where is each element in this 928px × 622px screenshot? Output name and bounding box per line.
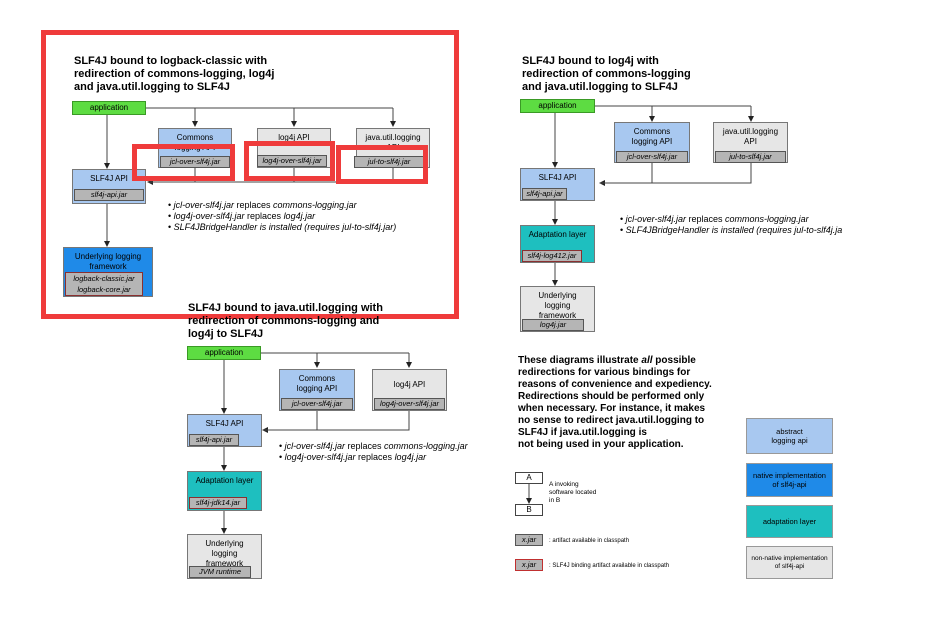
d1-bullet-1-target: commons-logging.jar <box>273 200 357 210</box>
d3-slf4j-api-jar: slf4j-api.jar <box>189 434 239 446</box>
d3-bullet-1-target: commons-logging.jar <box>384 441 468 451</box>
d3-bullet-2-text: replaces <box>355 452 395 462</box>
d2-bullets: • jcl-over-slf4j.jar replaces commons-lo… <box>620 214 842 236</box>
d2-bullet-1-jar: jcl-over-slf4j.jar <box>625 214 687 224</box>
legend-binding-text: : SLF4J binding artifact available in cl… <box>549 563 670 569</box>
d1-slf4j-api-jar: slf4j-api.jar <box>74 189 144 201</box>
d3-underlying-label: Underlying logging framework <box>205 539 244 568</box>
d2-slf4j-api-jar: slf4j-api.jar <box>522 188 567 200</box>
d3-commons-label: Commons logging API <box>296 374 338 393</box>
d1-log4j-label: log4j API <box>278 133 310 142</box>
d3-bullet-1-text: replaces <box>345 441 385 451</box>
note-part-2: possible redirections for various bindin… <box>518 355 712 450</box>
d2-slf4j-api-label: SLF4J API <box>538 173 577 182</box>
d2-bullet-1-text: replaces <box>686 214 726 224</box>
d3-adaptation-label: Adaptation layer <box>195 476 254 485</box>
d1-slf4j-api-label: SLF4J API <box>90 174 128 183</box>
d3-log4j-label: log4j API <box>393 380 426 389</box>
d3-slf4j-api-label: SLF4J API <box>205 419 244 428</box>
legend-box-a: A <box>515 472 543 484</box>
legend-non-native-implementation: non-native implementation of slf4j-api <box>746 546 833 579</box>
legend-a-label: A <box>526 473 532 482</box>
d1-logback-core-jar: logback-core.jar <box>77 285 131 294</box>
d2-bullet-1: • jcl-over-slf4j.jar replaces commons-lo… <box>620 214 809 224</box>
d2-log4j-jar: log4j.jar <box>522 319 584 331</box>
d2-bullet-1-target: commons-logging.jar <box>725 214 809 224</box>
d1-logback-classic-jar: logback-classic.jar <box>73 274 135 283</box>
highlight-jcl-jar <box>132 144 235 181</box>
legend-box-b: B <box>515 504 543 516</box>
d1-application-box: application <box>72 101 146 115</box>
note-emphasis: all <box>641 355 653 366</box>
d2-adaptation-label: Adaptation layer <box>528 230 587 239</box>
d3-bullet-2-jar: log4j-over-slf4j.jar <box>284 452 356 462</box>
explanation-note: These diagrams illustrate all possible r… <box>518 355 738 451</box>
legend-binding-jar: x.jar <box>515 559 543 571</box>
d2-bullet-2-text: SLF4JBridgeHandler is installed (require… <box>625 225 843 235</box>
highlight-log4j-jar <box>244 141 335 181</box>
d2-jcl-jar: jcl-over-slf4j.jar <box>616 151 688 163</box>
note-part-1: These diagrams illustrate <box>518 355 642 366</box>
d1-bullet-2-target: log4j.jar <box>283 211 316 221</box>
d3-application-box: application <box>187 346 261 360</box>
legend-artifact-text: : artifact available in classpath <box>549 538 630 544</box>
highlight-diagram1 <box>41 30 459 319</box>
d1-bullet-2-jar: log4j-over-slf4j.jar <box>173 211 245 221</box>
d3-jcl-jar: jcl-over-slf4j.jar <box>281 398 353 410</box>
diagram3-title: SLF4J bound to java.util.logging with re… <box>188 302 383 340</box>
d3-bullet-1: • jcl-over-slf4j.jar replaces commons-lo… <box>279 441 468 451</box>
d3-jvm-runtime: JVM runtime <box>189 566 251 578</box>
diagram1-title: SLF4J bound to logback-classic with redi… <box>74 55 275 93</box>
d2-underlying-label: Underlying logging framework <box>538 291 577 320</box>
d2-application-box: application <box>520 99 595 113</box>
d3-jdk14-jar: slf4j-jdk14.jar <box>189 497 247 509</box>
d1-jcl-jar: jcl-over-slf4j.jar <box>160 156 230 168</box>
d2-commons-label: Commons logging API <box>631 127 673 146</box>
d3-bullet-2: • log4j-over-slf4j.jar replaces log4j.ja… <box>279 452 427 462</box>
diagram2-title: SLF4J bound to log4j with redirection of… <box>522 55 691 93</box>
d1-bullet-2: • log4j-over-slf4j.jar replaces log4j.ja… <box>168 211 316 221</box>
legend-native-implementation: native implementation of slf4j-api <box>746 463 833 497</box>
d1-bullet-3-text: SLF4JBridgeHandler is installed (require… <box>173 222 397 232</box>
d2-jul-label: java.util.logging API <box>722 127 779 146</box>
d2-slf4j-api-box: SLF4J API <box>520 168 595 201</box>
d1-log4j-jar: log4j-over-slf4j.jar <box>257 155 327 167</box>
d3-bullet-1-jar: jcl-over-slf4j.jar <box>284 441 346 451</box>
d2-log412-jar: slf4j-log412.jar <box>522 250 582 262</box>
d1-bullet-1-jar: jcl-over-slf4j.jar <box>173 200 235 210</box>
legend-adaptation-layer: adaptation layer <box>746 505 833 538</box>
legend-abstract-api: abstract logging api <box>746 418 833 454</box>
d1-underlying-label: Underlying logging framework <box>74 252 142 271</box>
d1-logback-jars: logback-classic.jar logback-core.jar <box>65 272 143 296</box>
d3-bullets: • jcl-over-slf4j.jar replaces commons-lo… <box>279 441 468 463</box>
highlight-jul-jar <box>336 145 428 184</box>
d2-jul-jar: jul-to-slf4j.jar <box>715 151 786 163</box>
d1-bullet-1-text: replaces <box>234 200 274 210</box>
d3-bullet-2-target: log4j.jar <box>394 452 427 462</box>
d1-bullet-3: • SLF4JBridgeHandler is installed (requi… <box>168 222 397 232</box>
d1-bullets: • jcl-over-slf4j.jar replaces commons-lo… <box>168 200 396 233</box>
d1-bullet-2-text: replaces <box>244 211 284 221</box>
d3-log4j-jar: log4j-over-slf4j.jar <box>374 398 445 410</box>
legend-invoking-text: A invoking software located in B <box>549 481 597 504</box>
legend-b-label: B <box>526 505 532 514</box>
d2-bullet-2: • SLF4JBridgeHandler is installed (requi… <box>620 225 843 235</box>
d1-bullet-1: • jcl-over-slf4j.jar replaces commons-lo… <box>168 200 357 210</box>
legend-artifact-jar: x.jar <box>515 534 543 546</box>
